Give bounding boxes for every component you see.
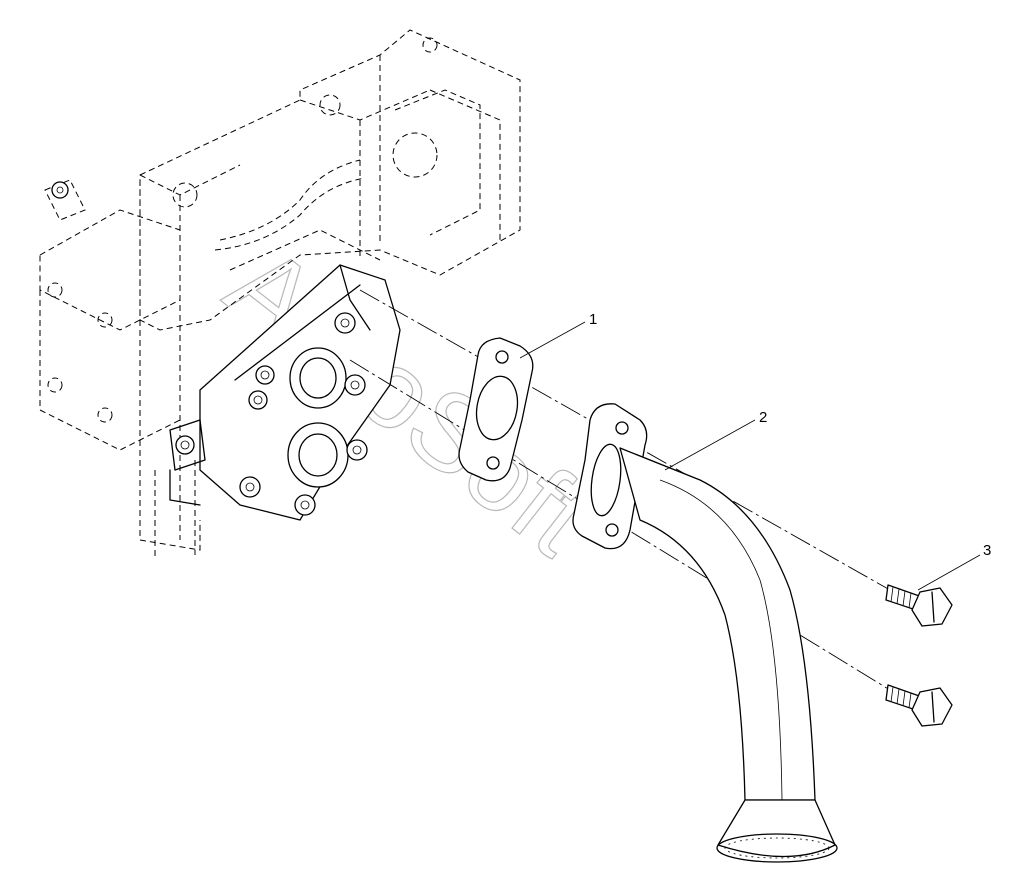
bolts-part-3 [885,584,953,727]
pump-bolt-heads [51,181,368,516]
oil-pump [51,181,401,521]
svg-text:1: 1 [589,311,597,328]
svg-text:2: 2 [759,409,767,426]
bolt-upper [885,584,953,627]
engine-block-outline [39,29,521,560]
callout-2: 2 [664,409,767,471]
svg-text:3: 3 [983,542,991,559]
callout-3: 3 [917,542,991,591]
gasket-part-1 [458,337,534,482]
callout-1: 1 [519,311,597,359]
bolt-lower [885,684,953,727]
suction-pipe-part-2 [572,403,838,863]
